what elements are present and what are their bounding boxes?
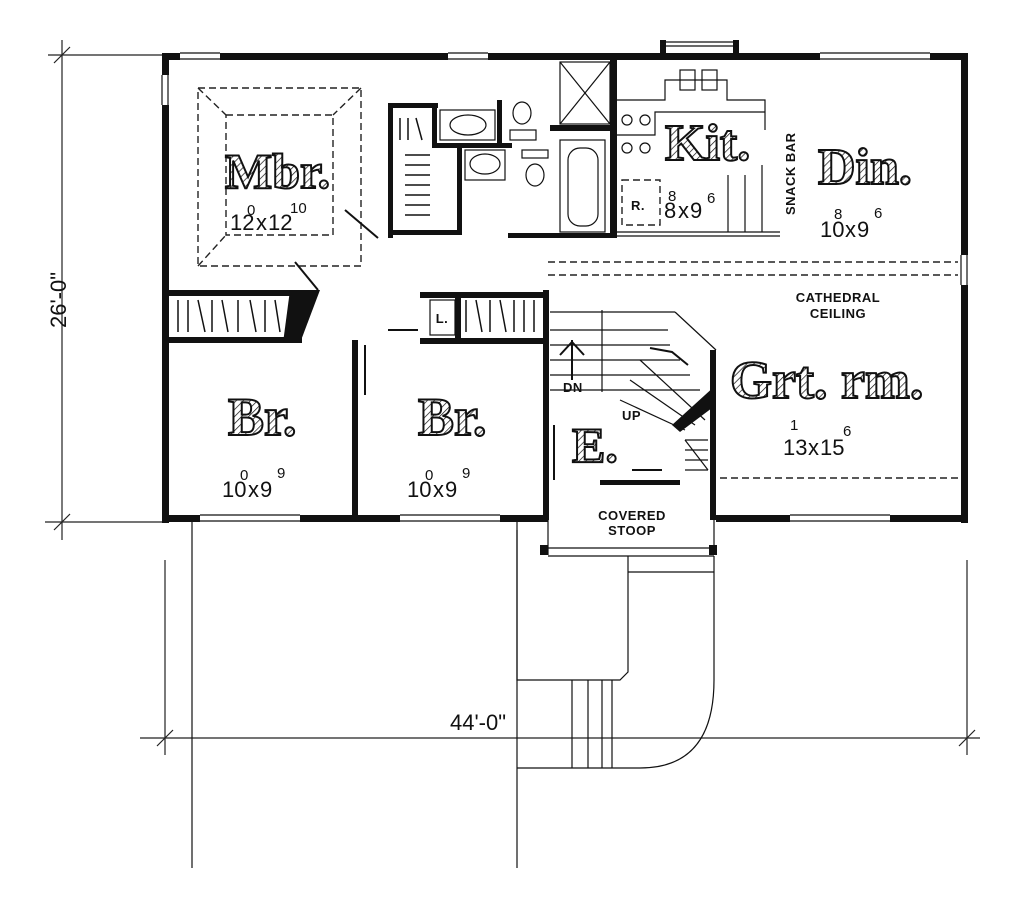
dim-b-sup: 9 <box>462 465 470 482</box>
dim-b: 9 <box>857 217 869 242</box>
dim-x: x <box>808 435 819 460</box>
stair-down-label: DN <box>563 380 583 395</box>
stoop-label-2: STOOP <box>608 523 656 538</box>
dim-b-sup: 6 <box>707 190 715 207</box>
dim-a: 10 <box>407 477 431 502</box>
dim-x: x <box>248 477 259 502</box>
room-din: Din. 10 8 x 9 6 <box>817 138 913 242</box>
linen-label: L. <box>436 311 449 326</box>
dim-x: x <box>678 198 689 223</box>
dim-a-sup: 1 <box>790 417 798 434</box>
dim-x: x <box>433 477 444 502</box>
dim-x: x <box>256 210 267 235</box>
room-name: Br. <box>418 387 487 447</box>
stairs <box>550 310 717 471</box>
room-name: Din. <box>818 139 912 196</box>
room-br-2: Br. 10 0 x 9 9 <box>407 386 488 502</box>
dim-a: 8 <box>664 198 676 223</box>
room-kit: Kit. 8 8 x 9 6 <box>664 114 751 223</box>
dim-a-sup: 8 <box>668 188 676 205</box>
stair-up-label: UP <box>622 408 641 423</box>
closets <box>177 117 535 336</box>
dim-a-sup: 0 <box>247 202 255 219</box>
snack-bar-label: SNACK BAR <box>783 132 798 215</box>
stoop-label-1: COVERED <box>598 508 666 523</box>
room-br-1: Br. 10 0 x 9 9 <box>222 386 298 502</box>
dim-a-sup: 0 <box>425 467 433 484</box>
dim-b: 9 <box>690 198 702 223</box>
room-entry: E. <box>571 416 619 474</box>
dim-b: 9 <box>260 477 272 502</box>
covered-stoop <box>516 520 715 769</box>
dimension-depth: 26'-0" <box>46 272 71 328</box>
dim-a-sup: 0 <box>240 467 248 484</box>
dim-b-sup: 9 <box>277 465 285 482</box>
dim-a: 10 <box>222 477 246 502</box>
bath-fixtures <box>439 61 611 233</box>
dim-b-sup: 6 <box>874 205 882 222</box>
cathedral-beams <box>548 261 958 479</box>
room-mbr: Mbr. 12 0 x 12 10 <box>224 142 331 235</box>
dim-a: 10 <box>820 217 844 242</box>
dim-b: 15 <box>820 435 844 460</box>
ceiling-label: CEILING <box>810 306 866 321</box>
room-name: Br. <box>228 387 297 447</box>
cathedral-label: CATHEDRAL <box>796 290 880 305</box>
dim-b-sup: 10 <box>290 200 307 217</box>
dim-b: 12 <box>268 210 292 235</box>
fridge-label: R. <box>631 198 645 213</box>
room-name: Grt. rm. <box>730 350 923 410</box>
dim-b-sup: 6 <box>843 423 851 440</box>
dim-a: 13 <box>783 435 807 460</box>
dim-x: x <box>845 217 856 242</box>
room-grt-rm: Grt. rm. 13 1 x 15 6 <box>729 349 924 460</box>
dim-b: 9 <box>445 477 457 502</box>
room-name: Kit. <box>665 115 750 172</box>
mbr-tray-ceiling <box>197 87 362 267</box>
kitchen-counters <box>617 69 780 237</box>
room-name: Mbr. <box>225 143 330 199</box>
width-label: 44'-0" <box>450 710 506 735</box>
interior-walls <box>162 53 717 555</box>
dim-a-sup: 8 <box>834 206 842 223</box>
depth-label: 26'-0" <box>46 272 71 328</box>
dim-a: 12 <box>230 210 254 235</box>
room-name: E. <box>572 417 618 473</box>
windows <box>159 40 970 524</box>
